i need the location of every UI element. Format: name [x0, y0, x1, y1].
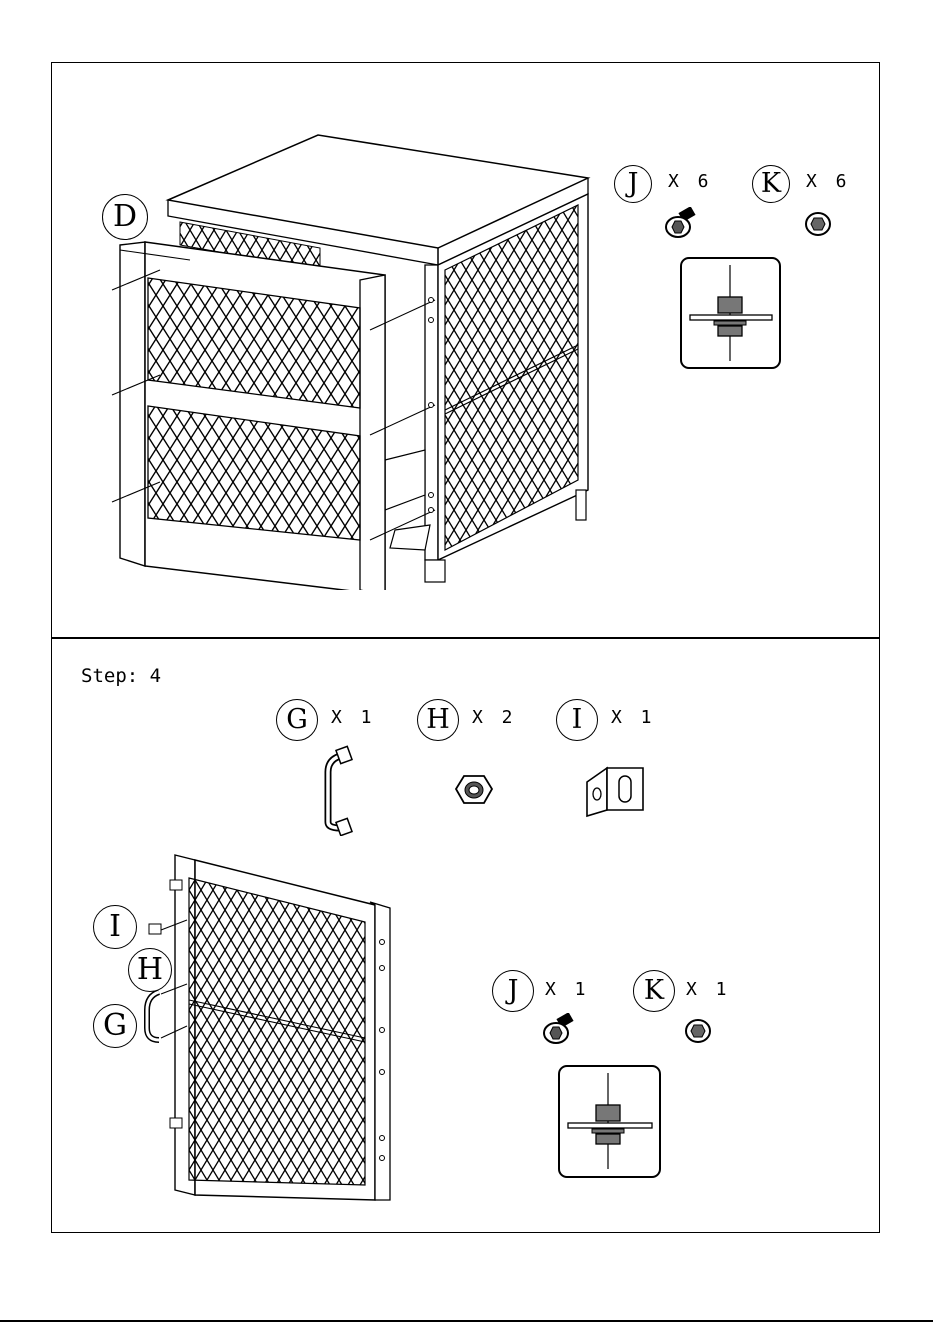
part-h-circle: H [417, 699, 459, 741]
fastener-detail-box-2 [558, 1065, 662, 1179]
part-k-circle: K [752, 165, 790, 203]
part-k-qty: X 6 [806, 171, 851, 192]
part-k-circle-2: K [633, 970, 675, 1012]
hex-nut-icon [453, 773, 495, 809]
page-bottom-rule [0, 1320, 933, 1322]
door-diagram [135, 850, 405, 1210]
fastener-detail-box [680, 257, 782, 370]
bolt-icon [662, 207, 702, 243]
part-g-qty: X 1 [331, 707, 376, 728]
part-i-circle: I [556, 699, 598, 741]
cabinet-right-side [425, 265, 438, 560]
part-k-qty-2: X 1 [686, 979, 731, 1000]
handle-icon [318, 742, 358, 836]
callout-g: G [93, 1004, 137, 1048]
nut-icon [802, 209, 834, 239]
part-j-circle: J [614, 165, 652, 203]
callout-i: I [93, 905, 137, 949]
step-label: Step: 4 [81, 665, 161, 687]
part-h-qty: X 2 [472, 707, 517, 728]
part-i-qty: X 1 [611, 707, 656, 728]
bracket-icon [583, 760, 649, 818]
callout-h: H [128, 948, 172, 992]
part-j-qty: X 6 [668, 171, 713, 192]
cabinet-assembly-diagram [100, 130, 600, 590]
part-j-qty-2: X 1 [545, 979, 590, 1000]
bolt-icon-2 [540, 1013, 580, 1049]
part-g-circle: G [276, 699, 318, 741]
nut-icon-2 [682, 1016, 714, 1046]
part-j-circle-2: J [492, 970, 534, 1012]
callout-panel-d: D [102, 194, 148, 240]
door-panel-d [120, 242, 385, 590]
